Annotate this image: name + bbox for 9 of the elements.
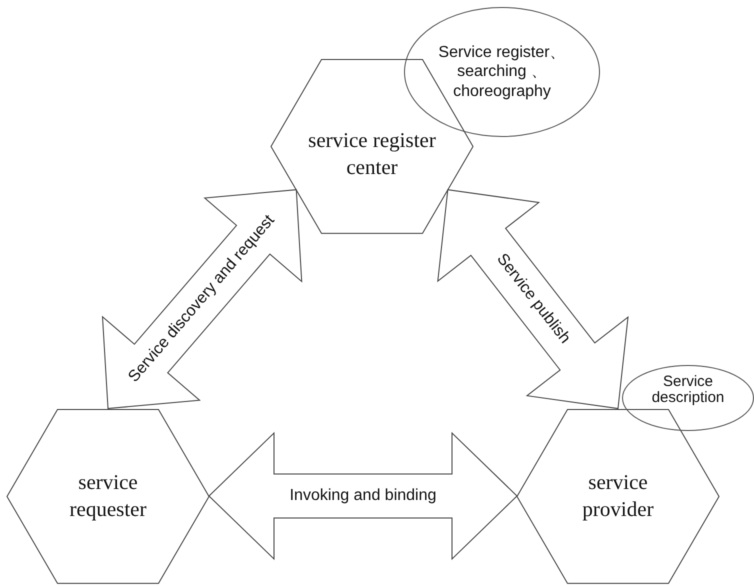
ellipse-note: [622, 365, 754, 431]
node-label: service provider: [581, 468, 655, 523]
node-label: Service register、 searching 、 choreography: [437, 43, 567, 101]
node-label: Service description: [650, 374, 726, 406]
block-arrow: [437, 189, 629, 410]
hexagon-node: [517, 408, 719, 584]
hexagon-node: [7, 408, 209, 584]
node-label: service register center: [307, 126, 437, 181]
node-label: service requester: [68, 468, 148, 523]
